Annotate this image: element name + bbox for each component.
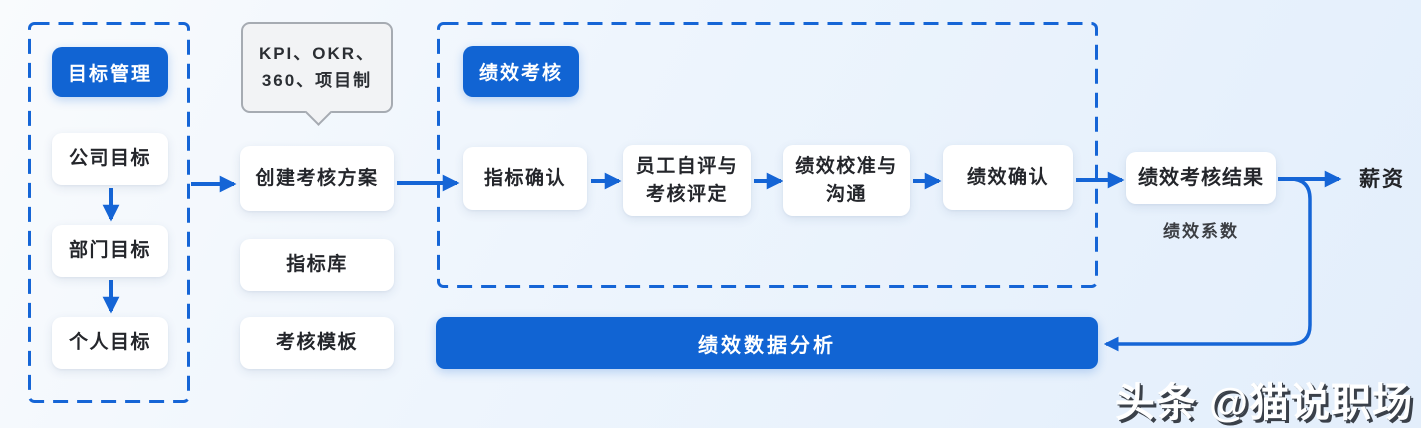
calibration-card: 绩效校准与 沟通 — [783, 145, 910, 216]
self-review-card: 员工自评与 考核评定 — [623, 145, 751, 216]
performance-confirm-card: 绩效确认 — [943, 145, 1073, 210]
arrow-result-to-analysis — [1103, 177, 1312, 352]
goal-management-dashed-frame — [28, 22, 190, 403]
performance-data-analysis-bar: 绩效数据分析 — [436, 317, 1098, 369]
assessment-methods-callout: KPI、OKR、 360、项目制 — [241, 22, 393, 126]
personal-goal-card: 个人目标 — [52, 317, 168, 369]
indicator-library-card: 指标库 — [240, 239, 394, 291]
goal-management-title-badge: 目标管理 — [52, 47, 168, 97]
watermark: 头条 @猫说职场 — [1114, 381, 1413, 425]
salary-label: 薪资 — [1359, 168, 1405, 191]
assessment-result-card: 绩效考核结果 — [1126, 152, 1276, 204]
assessment-title-badge: 绩效考核 — [463, 46, 579, 97]
performance-coefficient-label: 绩效系数 — [1163, 221, 1239, 241]
create-plan-card: 创建考核方案 — [240, 146, 394, 211]
company-goal-card: 公司目标 — [52, 133, 168, 185]
assessment-methods-text: KPI、OKR、 360、项目制 — [258, 44, 376, 90]
assessment-template-card: 考核模板 — [240, 317, 394, 369]
department-goal-card: 部门目标 — [52, 225, 168, 277]
indicator-confirm-card: 指标确认 — [463, 147, 587, 210]
assessment-dashed-frame — [437, 22, 1098, 288]
